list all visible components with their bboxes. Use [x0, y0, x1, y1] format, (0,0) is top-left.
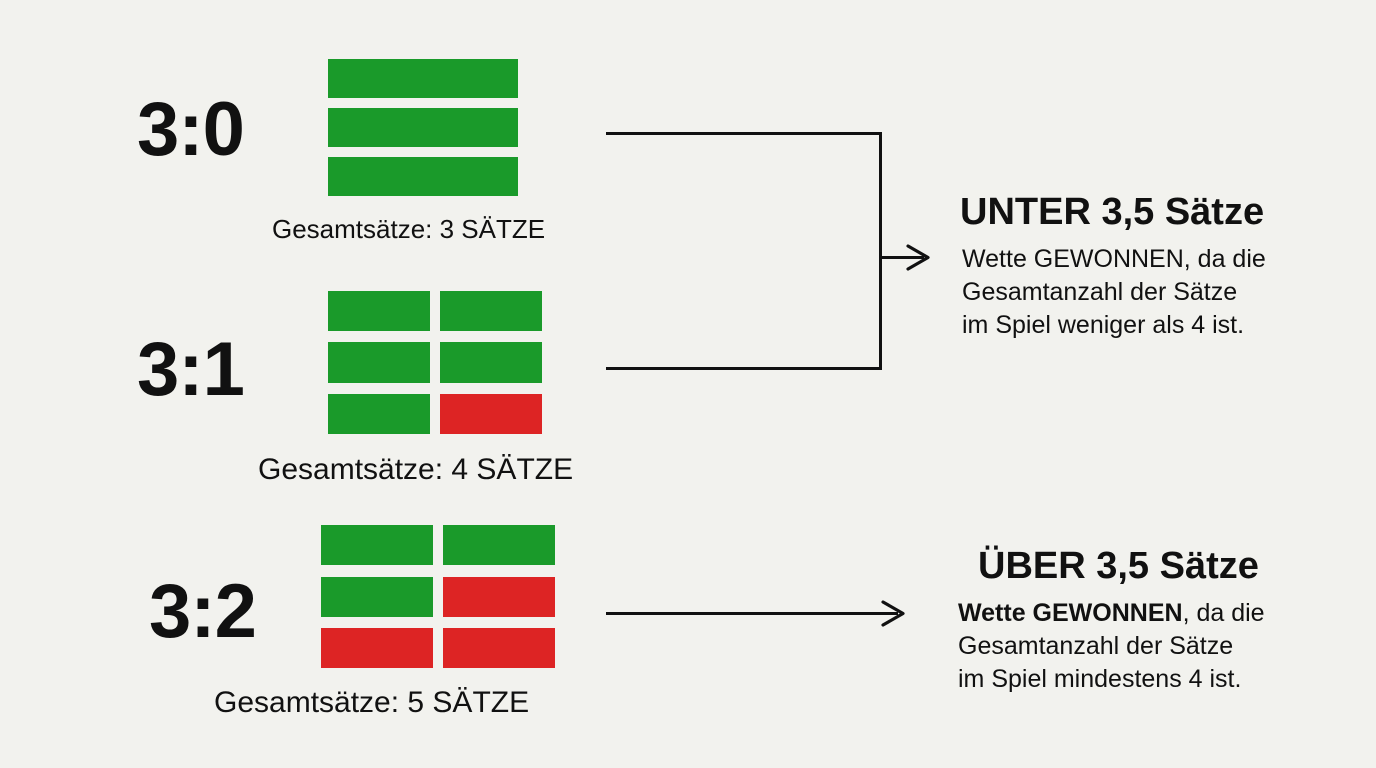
bracket-arrow-shaft: [880, 256, 924, 259]
set-block-win: [321, 525, 433, 565]
set-block-loss: [443, 577, 555, 617]
result-over-line-1: Wette GEWONNEN, da die: [958, 597, 1265, 630]
result-under-line-1: Wette GEWONNEN, da die: [962, 245, 1266, 273]
result-under-title: UNTER 3,5 Sätze: [960, 191, 1265, 233]
result-over-line-1-rest: , da die: [1182, 599, 1265, 627]
score-3-0: 3:0: [137, 87, 245, 172]
total-sets-caption-3-0: Gesamtsätze: 3 SÄTZE: [272, 214, 546, 244]
result-under-text: Wette GEWONNEN, da die Gesamtanzahl der …: [962, 243, 1266, 342]
set-block-win: [328, 59, 518, 98]
set-block-win: [440, 342, 542, 383]
result-over-bold: Wette GEWONNEN: [958, 599, 1183, 627]
score-3-1: 3:1: [137, 327, 245, 412]
set-block-loss: [321, 628, 433, 668]
result-over-line-2: Gesamtanzahl der Sätze: [958, 632, 1234, 660]
arrow-right-icon: [906, 244, 930, 271]
set-block-win: [321, 577, 433, 617]
arrow-right-icon: [881, 600, 905, 627]
connector-line-3-2: [606, 612, 898, 615]
set-block-win: [328, 108, 518, 147]
set-block-win: [328, 342, 430, 383]
total-sets-caption-3-2: Gesamtsätze: 5 SÄTZE: [214, 686, 530, 719]
result-over-text: Wette GEWONNEN, da die Gesamtanzahl der …: [958, 597, 1265, 696]
connector-line-3-1: [606, 367, 882, 370]
set-block-loss: [443, 628, 555, 668]
result-under-line-2: Gesamtanzahl der Sätze: [962, 278, 1238, 306]
set-block-loss: [440, 394, 542, 434]
total-sets-caption-3-1: Gesamtsätze: 4 SÄTZE: [258, 453, 574, 486]
result-under-line-3: im Spiel weniger als 4 ist.: [962, 311, 1245, 339]
bracket-vertical-line: [879, 132, 882, 370]
set-block-win: [440, 291, 542, 331]
connector-line-3-0: [606, 132, 882, 135]
set-block-win: [328, 394, 430, 434]
score-3-2: 3:2: [149, 569, 257, 654]
set-block-win: [328, 291, 430, 331]
set-block-win: [443, 525, 555, 565]
result-over-title: ÜBER 3,5 Sätze: [978, 545, 1259, 587]
set-block-win: [328, 157, 518, 196]
result-over-line-3: im Spiel mindestens 4 ist.: [958, 665, 1242, 693]
